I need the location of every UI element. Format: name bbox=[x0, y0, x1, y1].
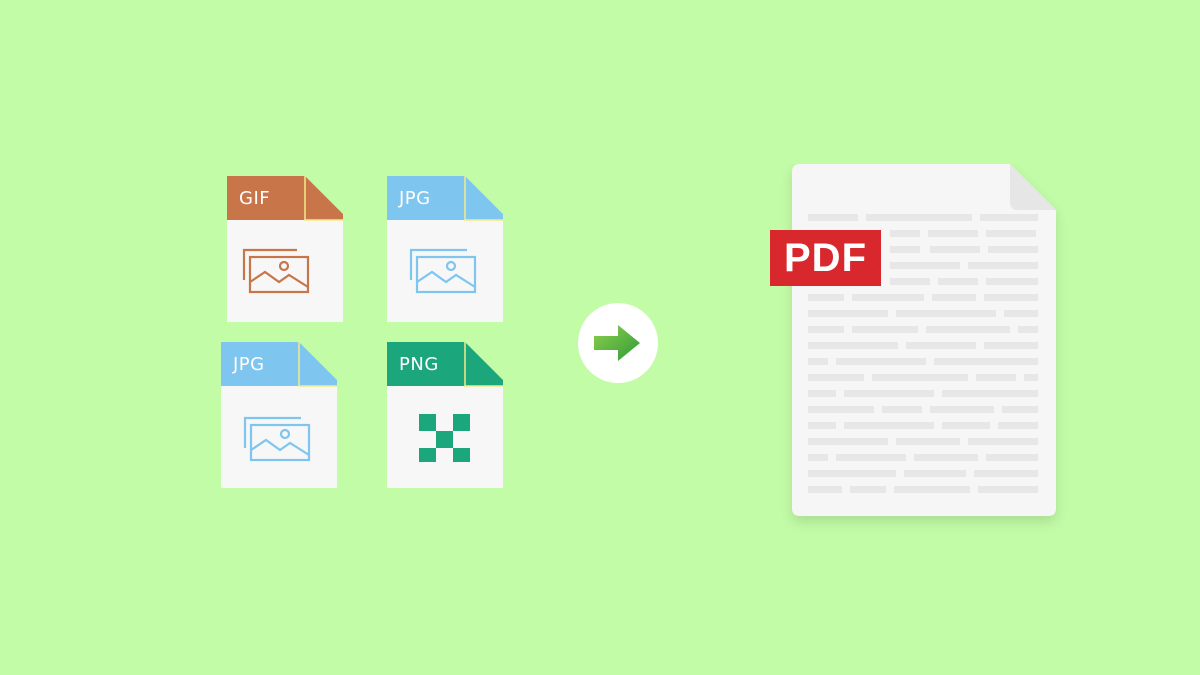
text-lines bbox=[808, 214, 1038, 493]
image-icon bbox=[409, 248, 477, 294]
image-icon bbox=[242, 248, 310, 294]
convert-arrow bbox=[578, 303, 658, 383]
file-type-label: JPG bbox=[233, 354, 265, 375]
pdf-document: PDF bbox=[770, 164, 1070, 534]
arrow-right-icon bbox=[594, 325, 640, 361]
jpg-file-icon: JPG bbox=[387, 176, 505, 322]
jpg-file-icon: JPG bbox=[221, 342, 339, 488]
file-type-label: PNG bbox=[399, 354, 439, 375]
gif-file-icon: GIF bbox=[227, 176, 345, 322]
checkerboard-icon bbox=[419, 414, 470, 462]
image-icon bbox=[243, 416, 311, 462]
file-type-label: GIF bbox=[239, 188, 271, 209]
png-file-icon: PNG bbox=[387, 342, 505, 488]
pdf-badge: PDF bbox=[770, 230, 881, 286]
file-type-label: JPG bbox=[399, 188, 431, 209]
